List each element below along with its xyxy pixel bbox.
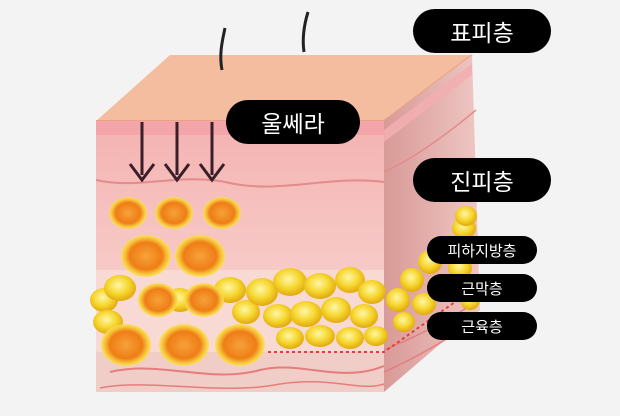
- ulthera-focal-points: [101, 197, 265, 366]
- epidermis-top-face: [96, 55, 472, 121]
- label-epidermis: 표피층: [413, 9, 551, 53]
- label-subcutaneous-fat: 피하지방층: [427, 236, 537, 264]
- hair-strand: [301, 11, 310, 53]
- hair-strand: [219, 27, 227, 71]
- label-fascia: 근막층: [427, 274, 537, 302]
- label-muscle: 근육층: [427, 312, 537, 340]
- skin-side-face: [384, 55, 480, 392]
- label-dermis: 진피층: [413, 158, 551, 202]
- energy-arrows: [128, 122, 226, 183]
- label-ulthera: 울쎄라: [226, 100, 360, 144]
